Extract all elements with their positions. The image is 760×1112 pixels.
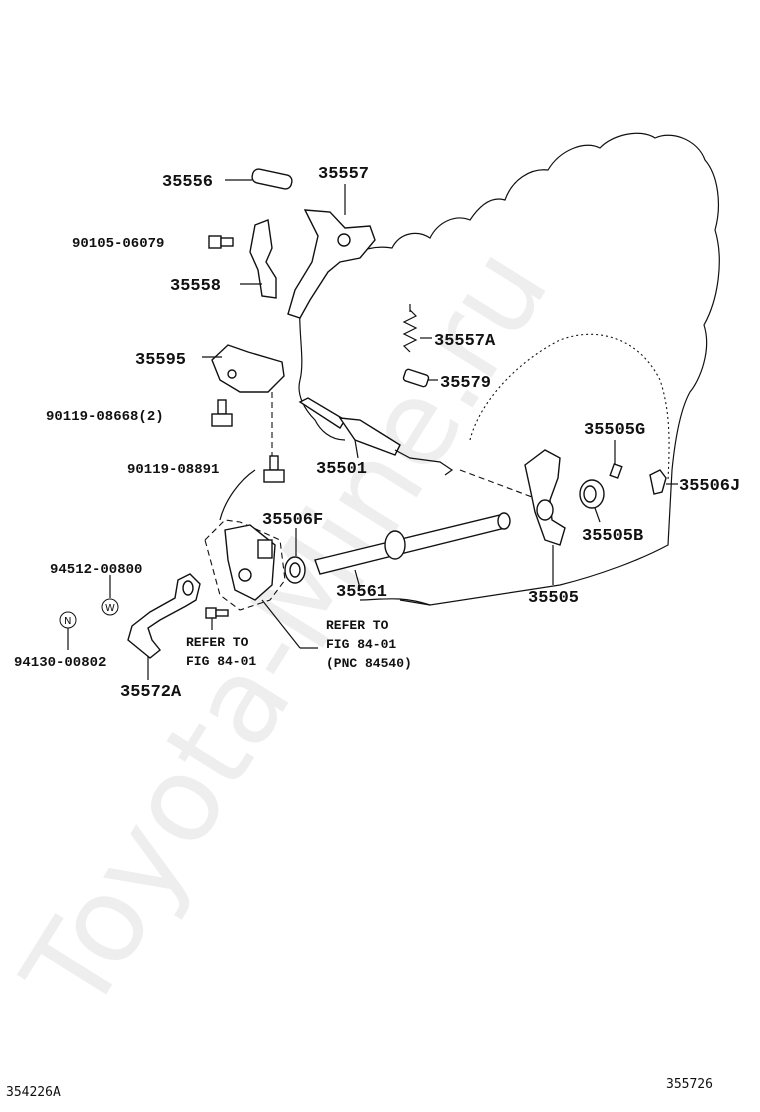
label-35558: 35558 bbox=[170, 277, 221, 296]
case-mid-dash bbox=[459, 469, 541, 501]
label-90119-08891: 90119-08891 bbox=[127, 462, 219, 478]
label-35505G: 35505G bbox=[584, 421, 645, 440]
label-90105-06079: 90105-06079 bbox=[72, 236, 164, 252]
label-refer2-line1: REFER TO bbox=[326, 618, 389, 633]
part-90105-06079-bolt bbox=[208, 235, 234, 249]
label-35501: 35501 bbox=[316, 460, 367, 479]
case-left-edge bbox=[298, 304, 346, 441]
label-35556: 35556 bbox=[162, 173, 213, 192]
part-35557A-spring bbox=[402, 304, 432, 353]
part-35506J-clip bbox=[649, 469, 678, 495]
part-neutral-start-switch bbox=[204, 519, 318, 649]
label-35505B: 35505B bbox=[582, 527, 643, 546]
footer-right-code: 355726 bbox=[666, 1077, 713, 1092]
part-35556-pin bbox=[225, 168, 293, 190]
part-switch-bolt bbox=[205, 607, 229, 630]
transmission-case-outline bbox=[299, 132, 720, 606]
part-35558-bracket bbox=[240, 219, 277, 299]
label-94130-00802: 94130-00802 bbox=[14, 655, 106, 671]
label-35506F: 35506F bbox=[262, 511, 323, 530]
label-refer1-line2: FIG 84-01 bbox=[186, 654, 256, 669]
label-94512-00800: 94512-00800 bbox=[50, 562, 142, 578]
label-35557: 35557 bbox=[318, 165, 369, 184]
label-35572A: 35572A bbox=[120, 683, 182, 702]
part-35561-shaft bbox=[314, 512, 511, 606]
label-35506J: 35506J bbox=[679, 477, 740, 496]
part-90119-08891-bolt bbox=[263, 455, 285, 483]
label-35557A: 35557A bbox=[434, 332, 496, 351]
part-35595-bracket bbox=[202, 344, 285, 458]
label-35595: 35595 bbox=[135, 351, 186, 370]
part-35505-lever bbox=[524, 449, 566, 585]
case-lower-edge bbox=[219, 469, 256, 521]
badge-n: N bbox=[64, 616, 71, 627]
badge-w: W bbox=[105, 603, 115, 614]
part-35506F-seal bbox=[284, 528, 306, 584]
footer-left-code: 354226A bbox=[6, 1085, 61, 1100]
label-refer2-line3: (PNC 84540) bbox=[326, 656, 412, 671]
part-35572A-lever bbox=[127, 573, 201, 680]
label-35579: 35579 bbox=[440, 374, 491, 393]
label-35505: 35505 bbox=[528, 589, 579, 608]
part-35505G-key bbox=[609, 440, 623, 479]
part-35505B-collar bbox=[579, 479, 605, 523]
label-refer2-line2: FIG 84-01 bbox=[326, 637, 396, 652]
label-refer1-line1: REFER TO bbox=[186, 635, 249, 650]
label-35561: 35561 bbox=[336, 583, 387, 602]
part-35579-pin bbox=[402, 368, 438, 388]
bellhousing-arc bbox=[469, 333, 670, 481]
label-90119-08668: 90119-08668(2) bbox=[46, 409, 164, 425]
part-35501-rod bbox=[298, 397, 454, 476]
part-35557-lever bbox=[287, 184, 376, 319]
part-90119-08668-bolt bbox=[211, 399, 233, 427]
part-94130-00802-nut: N bbox=[59, 611, 77, 650]
part-94512-00800-washer: W bbox=[101, 575, 119, 616]
